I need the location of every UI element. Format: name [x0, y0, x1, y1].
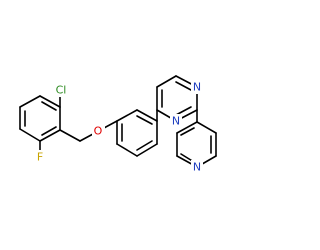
bond: [41, 101, 57, 111]
molecule-structure: Cl F O N N N: [19, 75, 217, 174]
bond: [136, 143, 158, 157]
bond: [196, 121, 217, 134]
bond: [103, 120, 118, 129]
fluorine-label: F: [37, 151, 43, 164]
pyrimidine-n1-label: N: [193, 81, 201, 94]
pyrimidine-n3-label: N: [172, 115, 180, 128]
bond: [116, 109, 138, 122]
atom-pyrimidine-n1: N: [191, 80, 203, 94]
atom-fluorine: F: [34, 150, 46, 164]
bond: [41, 126, 57, 136]
bond: [136, 109, 158, 122]
chlorofluorophenyl-ring: [19, 95, 61, 142]
atom-pyridine-n: N: [191, 160, 203, 174]
atom-pyrimidine-n3: N: [170, 114, 182, 128]
bond: [176, 121, 198, 134]
bond: [136, 115, 153, 125]
bond: [39, 95, 61, 108]
bond: [180, 127, 195, 136]
oxygen-label: O: [94, 125, 103, 138]
chlorine-label: Cl: [56, 84, 67, 97]
bond: [59, 129, 81, 142]
atom-chlorine: Cl: [53, 83, 69, 97]
bond: [175, 81, 192, 91]
pyridine-n-label: N: [193, 161, 201, 174]
bond: [39, 129, 61, 142]
bond: [19, 95, 41, 108]
atom-oxygen: O: [92, 124, 105, 138]
bond: [116, 143, 138, 157]
bond: [136, 140, 153, 151]
phenyl-ring: [116, 109, 158, 157]
bond: [79, 133, 94, 142]
bond: [175, 106, 192, 116]
bond: [19, 128, 41, 142]
bond: [156, 75, 177, 88]
